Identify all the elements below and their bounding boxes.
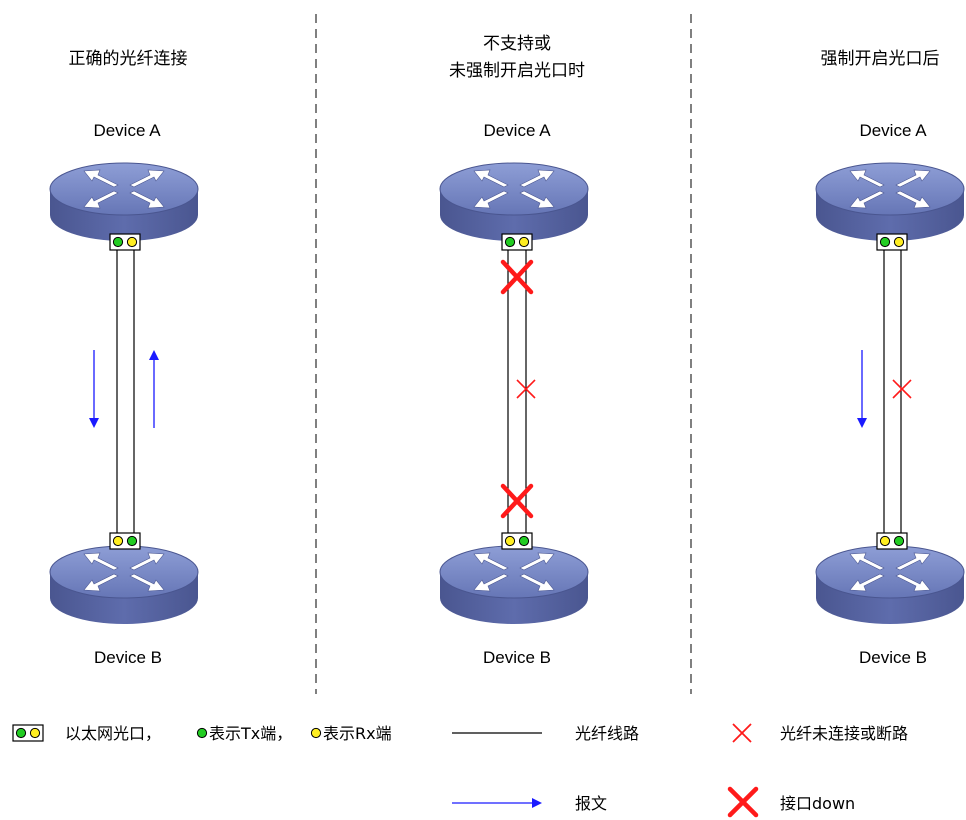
col1-title: 正确的光纤连接 (69, 49, 188, 69)
port-device-b-col1 (109, 532, 141, 550)
port-down-cross-bottom (500, 483, 534, 519)
router-device-b-col2 (439, 545, 589, 625)
device-b-label: Device B (859, 648, 927, 667)
device-b-label: Device B (483, 648, 551, 667)
legend-packet-text: 报文 (575, 794, 607, 813)
router-device-a-col1 (49, 162, 199, 242)
legend-fiber-text: 光纤线路 (575, 724, 639, 743)
fiber-broken-cross (892, 379, 912, 399)
device-b-label: Device B (94, 648, 162, 667)
legend-port-down-text: 接口down (780, 794, 855, 813)
col2-title-line1: 不支持或 (483, 34, 551, 54)
legend-port-icon (12, 724, 44, 742)
col3-title: 强制开启光口后 (821, 49, 940, 69)
legend-port-down-cross (727, 786, 759, 818)
device-a-label: Device A (93, 121, 161, 140)
port-down-cross-top (500, 259, 534, 295)
port-device-b-col2 (501, 532, 533, 550)
legend-broken-cross (732, 723, 752, 743)
port-device-a-col2 (501, 233, 533, 251)
fiber-broken-cross (516, 379, 536, 399)
legend-rx-text: 表示Rx端 (323, 724, 392, 743)
legend-port-text: 以太网光口， (65, 724, 161, 743)
router-device-b-col3 (815, 545, 965, 625)
col2-title-line2: 未强制开启光口时 (449, 61, 585, 81)
legend-tx-dot (196, 727, 208, 739)
router-device-a-col3 (815, 162, 965, 242)
port-device-b-col3 (876, 532, 908, 550)
port-device-a-col3 (876, 233, 908, 251)
router-device-b-col1 (49, 545, 199, 625)
device-a-label: Device A (859, 121, 927, 140)
device-a-label: Device A (483, 121, 551, 140)
router-device-a-col2 (439, 162, 589, 242)
legend-rx-dot (310, 727, 322, 739)
legend-tx-text: 表示Tx端， (209, 724, 292, 743)
legend-broken-text: 光纤未连接或断路 (780, 724, 908, 743)
port-device-a-col1 (109, 233, 141, 251)
